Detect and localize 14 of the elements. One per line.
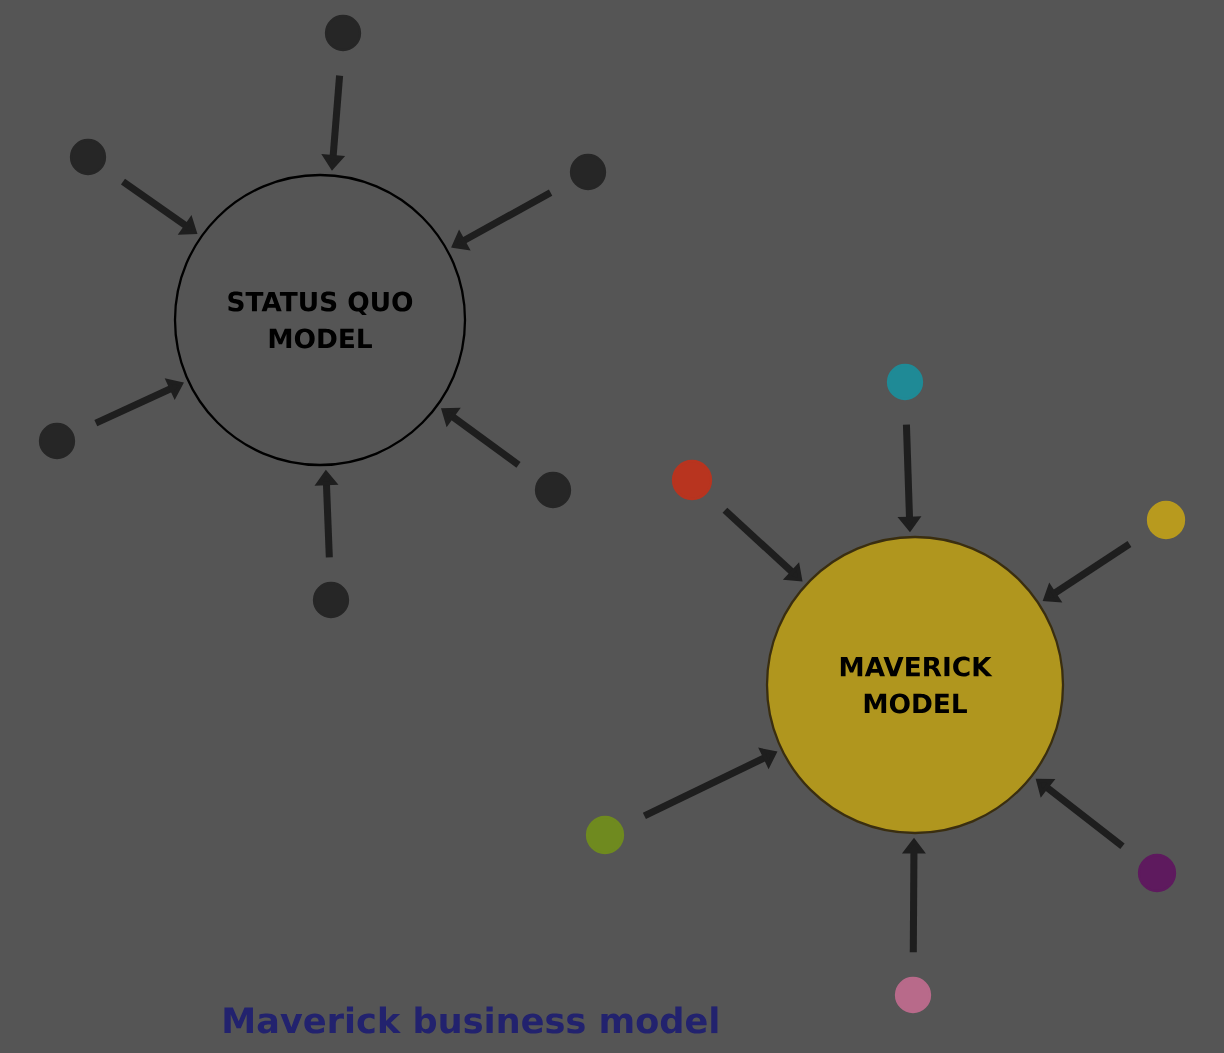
dot (1137, 853, 1177, 893)
dot (38, 422, 76, 460)
dot (534, 471, 572, 509)
arrow (722, 507, 803, 582)
dot (69, 138, 107, 176)
dot (569, 153, 607, 191)
dot (324, 14, 362, 52)
dot (1146, 500, 1186, 540)
dot (585, 815, 625, 855)
dot (312, 581, 350, 619)
dot (894, 976, 932, 1014)
dot (671, 459, 713, 501)
dot (886, 363, 924, 401)
arrow (441, 407, 521, 468)
